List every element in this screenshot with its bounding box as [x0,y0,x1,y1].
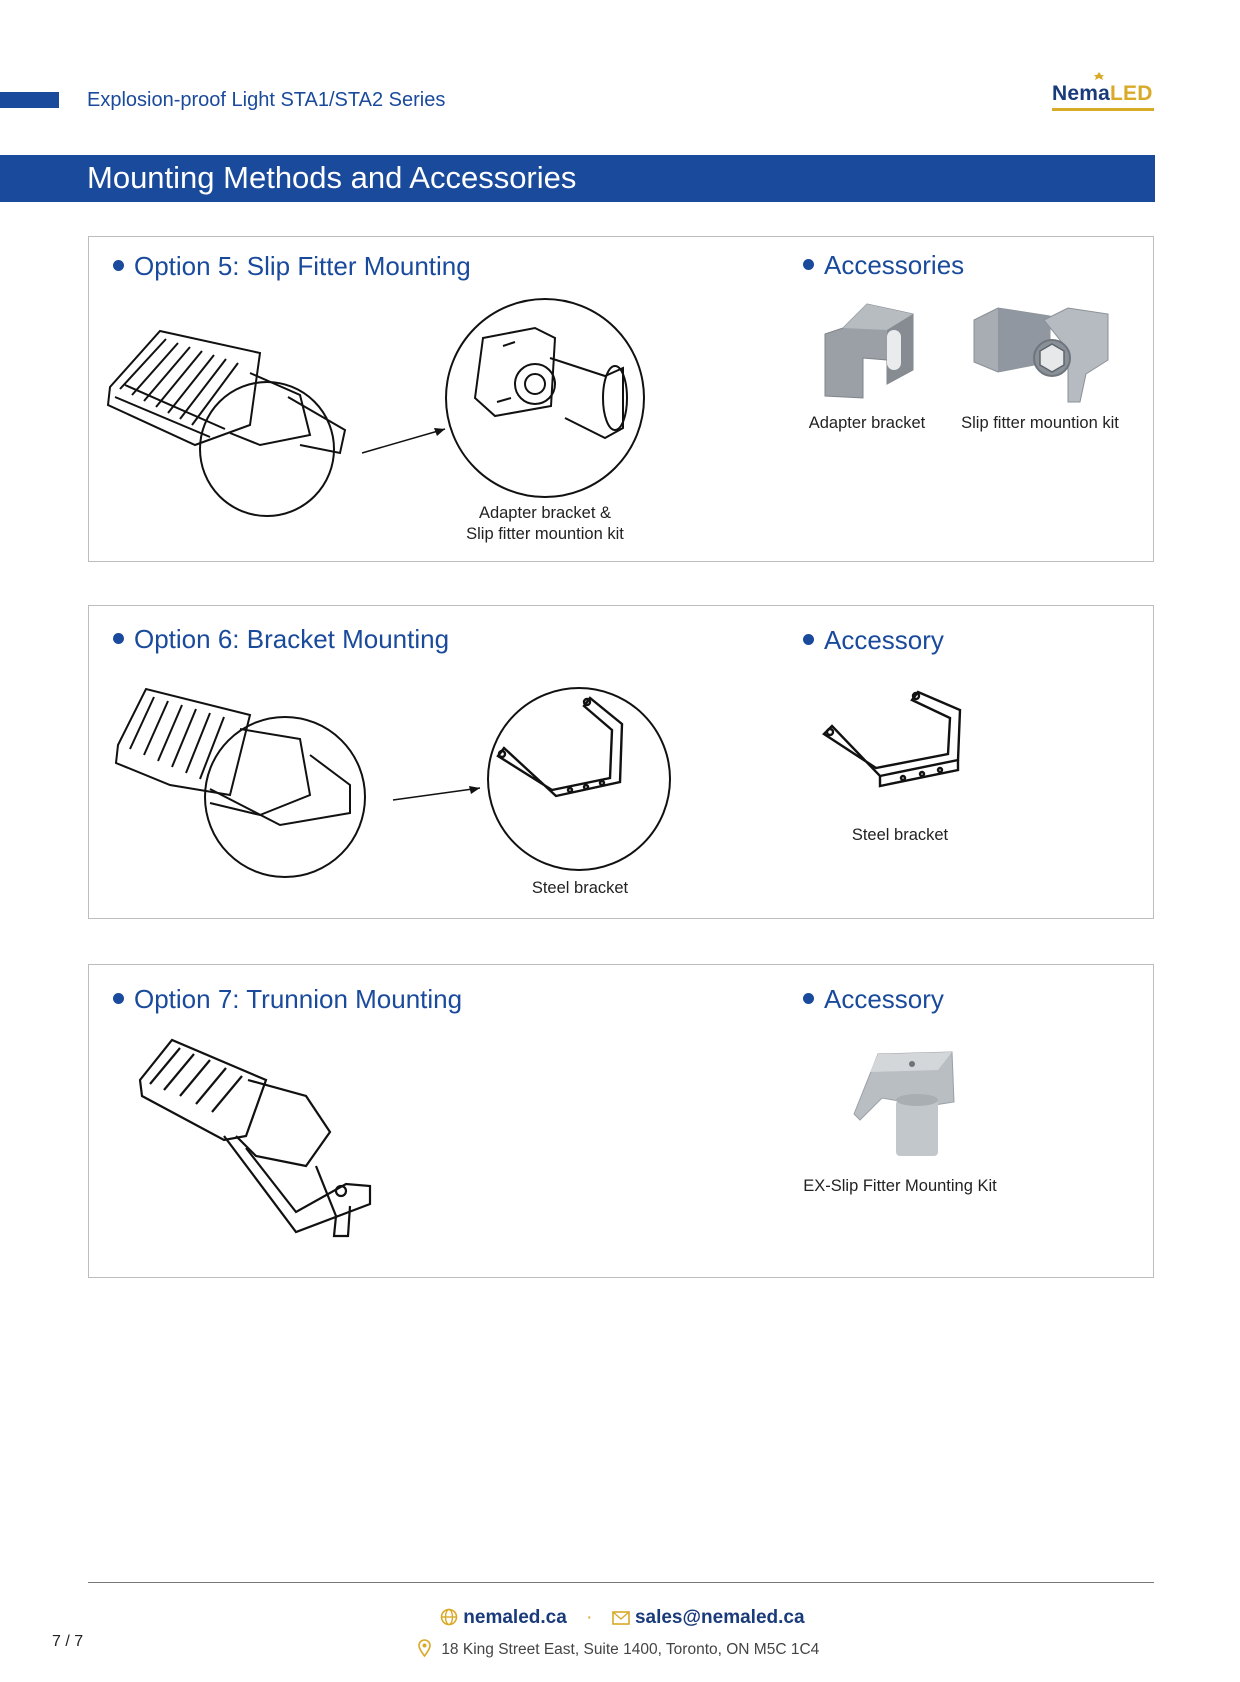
option-5-heading: Option 5: Slip Fitter Mounting [113,251,471,282]
footer-separator: · [586,1607,593,1628]
series-title: Explosion-proof Light STA1/STA2 Series [87,89,446,111]
accessory-caption-slip-fitter-kit: Slip fitter mountion kit [961,414,1119,432]
slip-fitter-kit-image [973,307,1109,403]
footer-address: 18 King Street East, Suite 1400, Toronto… [418,1639,819,1659]
accessories-heading: Accessories [803,250,964,281]
logo-name: Nema [1052,82,1110,105]
accessory-caption-adapter-bracket: Adapter bracket [808,414,926,432]
adapter-bracket-image [824,303,914,399]
footer-website-link[interactable]: nemaled.ca [463,1607,567,1628]
panel-option-6 [88,605,1154,919]
footer-email-link[interactable]: sales@nemaled.ca [634,1607,805,1628]
section-banner [0,155,1155,202]
header-accent-bar [0,92,59,108]
bullet-icon [803,633,814,645]
ex-slip-fitter-kit-image [853,1051,955,1156]
steel-bracket-detail-drawing [487,687,671,871]
trunnion-luminaire-drawing [138,1038,372,1238]
panel-option-7 [88,964,1154,1278]
bullet-icon [803,992,814,1004]
logo-underline [1052,108,1154,111]
option-5-detail-caption: Adapter bracket & Slip fitter mountion k… [466,504,624,543]
mail-icon [611,1611,630,1625]
section-title: Mounting Methods and Accessories [87,160,577,195]
accessory-caption-ex-slip-fitter-kit: EX-Slip Fitter Mounting Kit [803,1177,997,1195]
footer-address-text: 18 King Street East, Suite 1400, Toronto… [441,1641,820,1658]
location-pin-icon [418,1639,431,1658]
page-number: 7 / 7 [52,1633,84,1650]
option-7-heading: Option 7: Trunnion Mounting [113,984,462,1015]
accessory-heading-option-6: Accessory [803,625,944,656]
bullet-icon [113,992,124,1004]
option-6-heading: Option 6: Bracket Mounting [113,624,449,655]
slip-fitter-luminaire-drawing [106,329,446,517]
accessory-caption-steel-bracket: Steel bracket [851,826,949,844]
nemaled-logo: NemaLED [1052,70,1156,114]
panel-option-5 [88,236,1154,562]
accessory-heading-option-7: Accessory [803,984,944,1015]
option-6-detail-caption: Steel bracket [531,879,629,897]
logo-mark-icon [1094,72,1104,80]
bullet-icon [113,259,124,271]
steel-bracket-accessory-drawing [822,690,962,788]
globe-icon [440,1608,458,1626]
logo-accent: LED [1110,82,1153,105]
footer-divider [88,1582,1154,1583]
bracket-luminaire-drawing [114,687,481,878]
slip-fitter-detail-drawing [445,298,645,498]
bullet-icon [803,258,814,270]
footer-contacts: nemaled.ca · sales@nemaled.ca [440,1607,805,1629]
bullet-icon [113,632,124,644]
